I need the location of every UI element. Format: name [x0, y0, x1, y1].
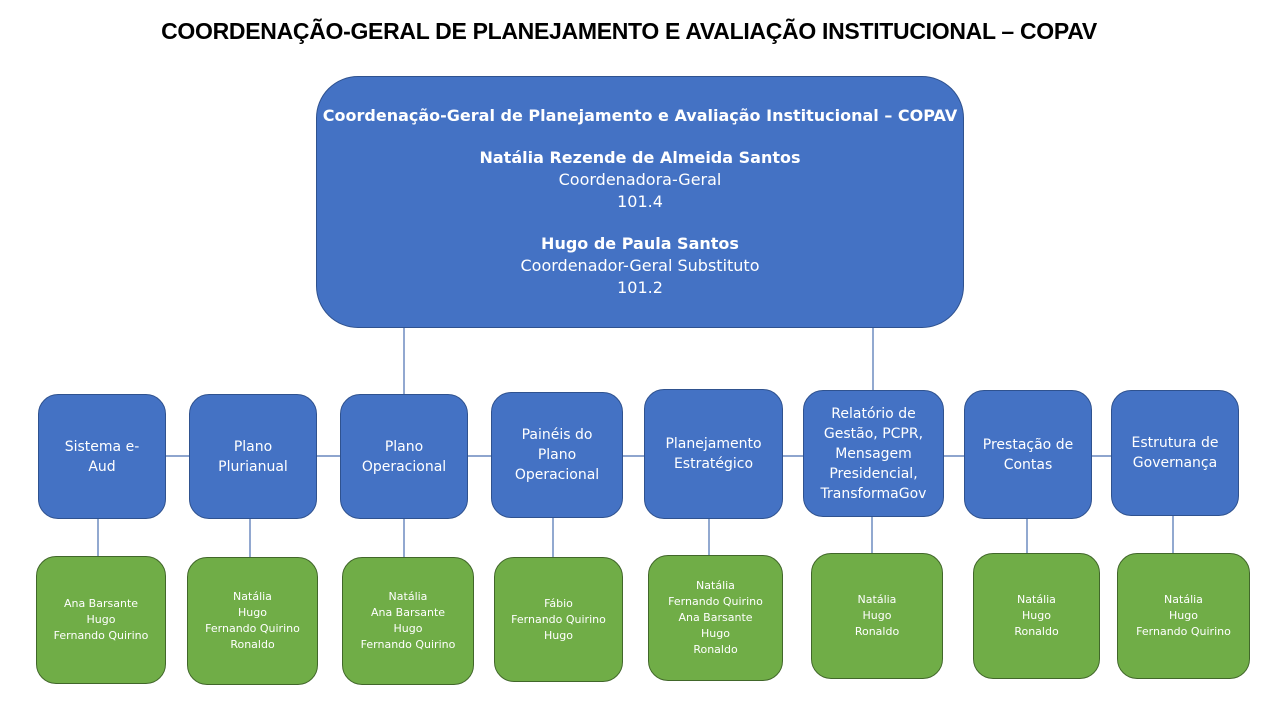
substitute-role: Coordenador-Geral Substituto [520, 256, 760, 275]
unit-label: Estrutura de Governança [1131, 435, 1219, 471]
member-name: Fábio [544, 596, 573, 610]
member-name: Hugo [1022, 609, 1051, 622]
unit-node: Relatório de Gestão, PCPR, Mensagem Pres… [803, 390, 944, 517]
member-name: Fernando Quirino [1136, 625, 1231, 638]
coordinator-name: Natália Rezende de Almeida Santos [479, 148, 801, 167]
member-name: Fernando Quirino [360, 638, 456, 651]
member-name: Natália [233, 590, 272, 603]
member-name: Ana Barsante [678, 611, 753, 624]
member-name: Hugo [86, 613, 116, 626]
member-name: Hugo [862, 609, 892, 622]
member-name: Natália [388, 590, 428, 603]
member-name: Fernando Quirino [53, 629, 149, 642]
unit-node: Plano Plurianual [189, 394, 317, 519]
unit-label: Prestação de Contas [982, 436, 1074, 473]
unit-node: Painéis do Plano Operacional [491, 392, 623, 518]
page-title: COORDENAÇÃO-GERAL DE PLANEJAMENTO E AVAL… [161, 18, 1097, 44]
unit-label: Relatório de Gestão, PCPR, Mensagem Pres… [820, 405, 927, 502]
substitute-extension: 101.2 [617, 278, 663, 297]
member-name: Ronaldo [230, 638, 275, 651]
root-node-copav: Coordenação-Geral de Planejamento e Aval… [316, 76, 964, 328]
member-name: Hugo [238, 606, 267, 619]
unit-label: Planejamento Estratégico [665, 436, 762, 472]
unit-node: Sistema e-Aud [38, 394, 166, 519]
unit-label: Sistema e-Aud [64, 438, 140, 475]
member-name: Ronaldo [693, 643, 738, 656]
substitute-name: Hugo de Paula Santos [541, 234, 739, 253]
unit-label: Plano Operacional [361, 438, 447, 475]
unit-node: Estrutura de Governança [1111, 390, 1239, 516]
member-name: Hugo [1169, 609, 1198, 622]
member-name: Ana Barsante [370, 606, 446, 619]
root-heading: Coordenação-Geral de Planejamento e Aval… [322, 106, 958, 125]
unit-node: Plano Operacional [340, 394, 468, 519]
member-name: Hugo [393, 622, 423, 635]
member-name: Ronaldo [1014, 625, 1059, 638]
member-name: Ronaldo [854, 625, 900, 638]
member-name: Ana Barsante [63, 597, 139, 610]
member-name: Fernando Quirino [668, 595, 763, 608]
member-name: Hugo [701, 627, 730, 640]
member-name: Natália [857, 593, 897, 606]
member-name: Hugo [544, 628, 573, 642]
unit-node: Prestação de Contas [964, 390, 1092, 519]
coordinator-extension: 101.4 [617, 192, 663, 211]
member-name: Fernando Quirino [511, 612, 606, 626]
unit-label: Painéis do Plano Operacional [514, 427, 600, 483]
member-name: Natália [1017, 593, 1056, 606]
member-name: Natália [1164, 593, 1203, 606]
member-name: Natália [696, 579, 735, 592]
coordinator-role: Coordenadora-Geral [558, 170, 722, 189]
member-name: Fernando Quirino [205, 622, 300, 635]
unit-label: Plano Plurianual [218, 438, 288, 475]
unit-node: Planejamento Estratégico [644, 389, 783, 519]
